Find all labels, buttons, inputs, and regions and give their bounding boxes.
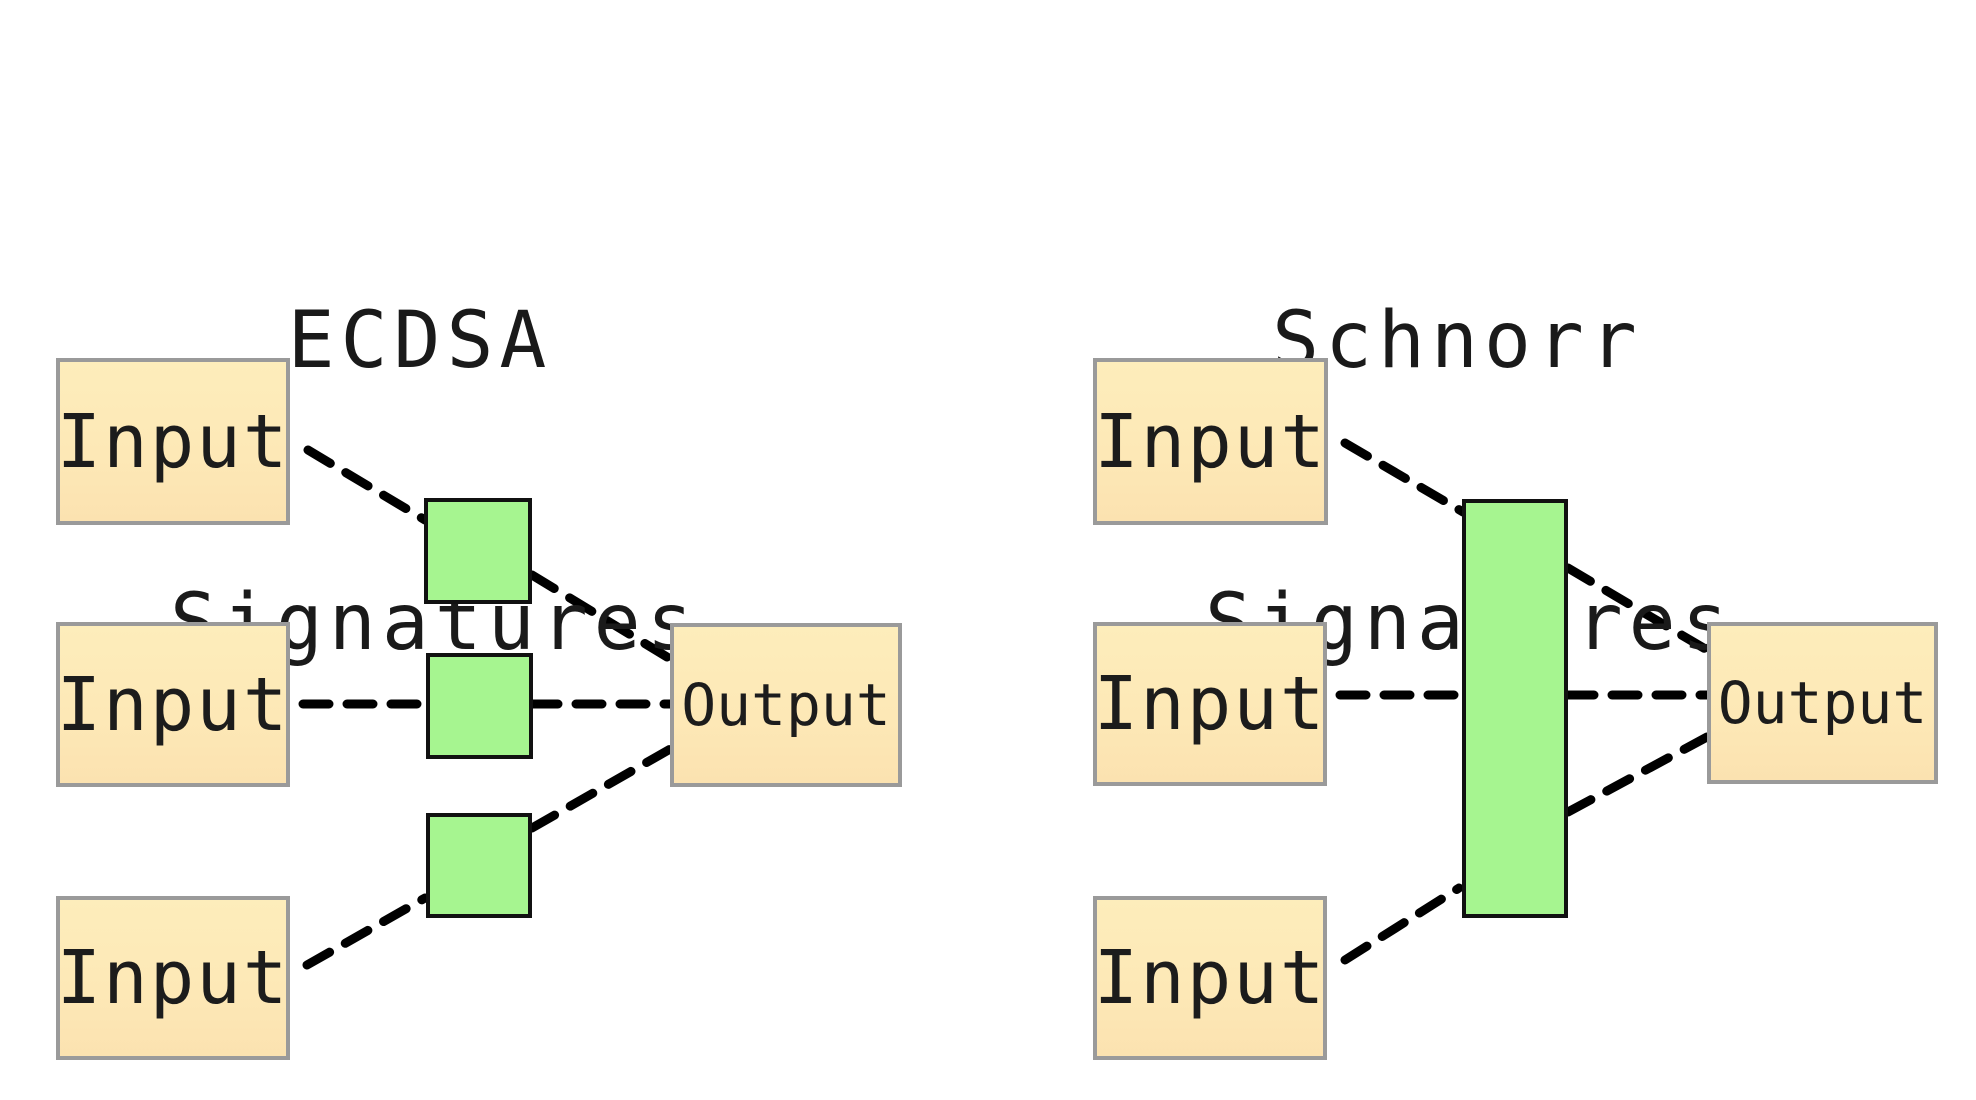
schnorr-output-label: Output bbox=[1717, 669, 1928, 737]
schnorr-input-2: Input bbox=[1093, 622, 1327, 786]
ecdsa-input-1-label: Input bbox=[56, 398, 290, 485]
ecdsa-connector-sig3-output bbox=[527, 743, 677, 833]
ecdsa-input-2-label: Input bbox=[56, 661, 290, 748]
ecdsa-title-line1: ECDSA bbox=[287, 296, 553, 386]
ecdsa-connector-input1-sig1 bbox=[303, 445, 430, 525]
ecdsa-connector-input3-sig3 bbox=[302, 893, 430, 970]
schnorr-connector-input1-sig bbox=[1340, 438, 1468, 517]
schnorr-input-1-label: Input bbox=[1094, 398, 1327, 485]
ecdsa-signature-block-1 bbox=[424, 498, 532, 604]
schnorr-connector-sig-output1 bbox=[1563, 563, 1712, 655]
schnorr-title-line1: Schnorr bbox=[1272, 296, 1643, 386]
ecdsa-signature-block-2 bbox=[426, 653, 533, 759]
schnorr-input-3: Input bbox=[1093, 896, 1327, 1060]
ecdsa-input-1: Input bbox=[56, 358, 290, 525]
schnorr-input-3-label: Input bbox=[1093, 935, 1327, 1021]
ecdsa-output: Output bbox=[670, 623, 902, 787]
ecdsa-connector-sig1-output bbox=[527, 570, 677, 665]
ecdsa-input-3-label: Input bbox=[56, 935, 290, 1021]
ecdsa-input-3: Input bbox=[56, 896, 290, 1060]
ecdsa-output-label: Output bbox=[681, 671, 891, 739]
schnorr-connector-input3-sig bbox=[1340, 883, 1464, 965]
ecdsa-input-2: Input bbox=[56, 622, 290, 787]
schnorr-signature-block bbox=[1462, 499, 1568, 918]
schnorr-input-2-label: Input bbox=[1093, 661, 1327, 747]
ecdsa-signature-block-3 bbox=[426, 813, 532, 918]
schnorr-output: Output bbox=[1707, 622, 1938, 784]
schnorr-input-1: Input bbox=[1093, 358, 1328, 525]
schnorr-connector-sig-output3 bbox=[1563, 732, 1712, 817]
